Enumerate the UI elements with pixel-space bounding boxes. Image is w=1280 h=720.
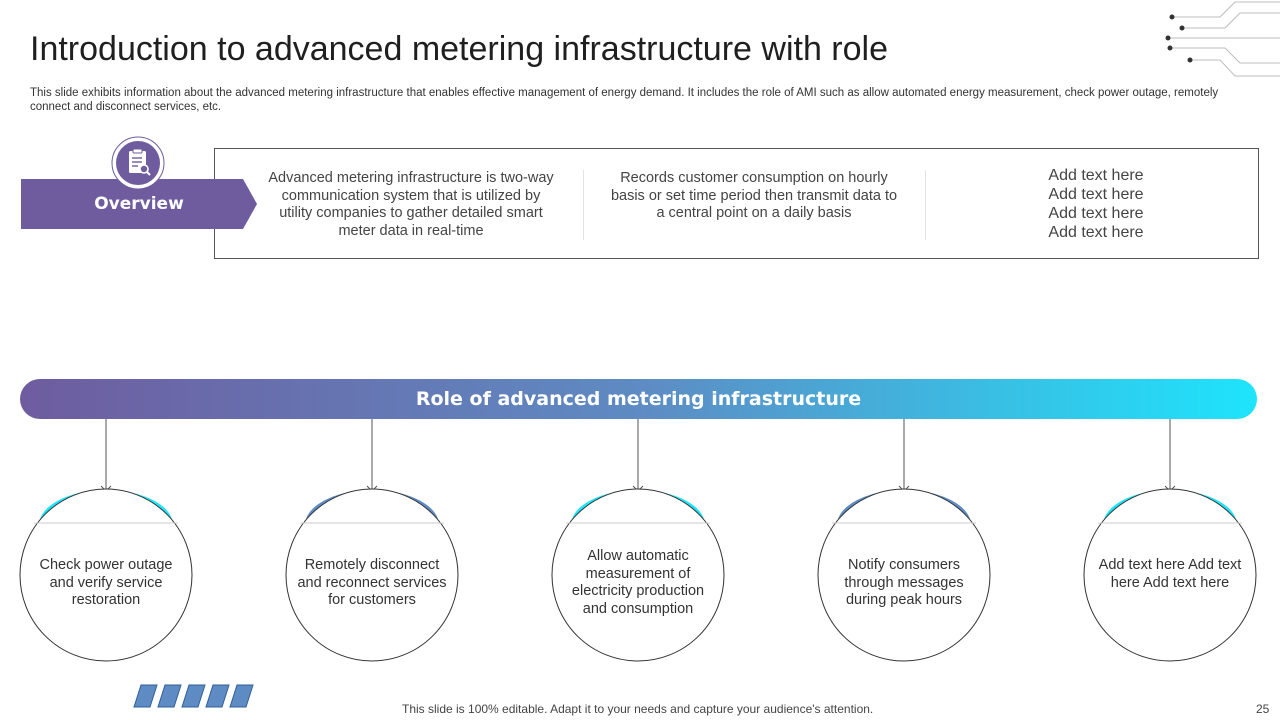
role-item-2-graphic (285, 419, 459, 662)
role-item-5-text: Add text here Add text here Add text her… (1098, 557, 1242, 591)
role-item-4-graphic (817, 419, 991, 662)
slide-title: Introduction to advanced metering infras… (30, 30, 889, 68)
role-item-3-text: Allow automatic measurement of electrici… (571, 548, 705, 617)
overview-column-3: Add text here Add text here Add text her… (1048, 167, 1144, 241)
overview-label: Overview (94, 194, 184, 214)
role-item-4-text: Notify consumers through messages during… (844, 557, 964, 608)
footer-note: This slide is 100% editable. Adapt it to… (402, 702, 874, 716)
role-banner-label: Role of advanced metering infrastructure (415, 388, 862, 410)
stripes-decoration-icon (133, 684, 254, 708)
slide-subtitle: This slide exhibits information about th… (30, 87, 1219, 113)
circuit-decoration-icon (1165, 1, 1280, 77)
overview-tab (21, 179, 257, 229)
overview-column-1: Advanced metering infrastructure is two-… (268, 170, 554, 239)
overview-divider (583, 170, 584, 240)
overview-column-2: Records customer consumption on hourly b… (610, 170, 898, 221)
overview-divider (925, 170, 926, 240)
role-item-5-graphic (1083, 419, 1257, 662)
role-item-1-text: Check power outage and verify service re… (39, 557, 173, 608)
role-item-2-text: Remotely disconnect and reconnect servic… (297, 557, 447, 608)
role-item-1-graphic (19, 419, 193, 662)
clipboard-search-icon (111, 136, 165, 190)
page-number: 25 (1256, 702, 1270, 716)
role-banner (20, 379, 1257, 419)
role-item-3-graphic (551, 419, 725, 662)
